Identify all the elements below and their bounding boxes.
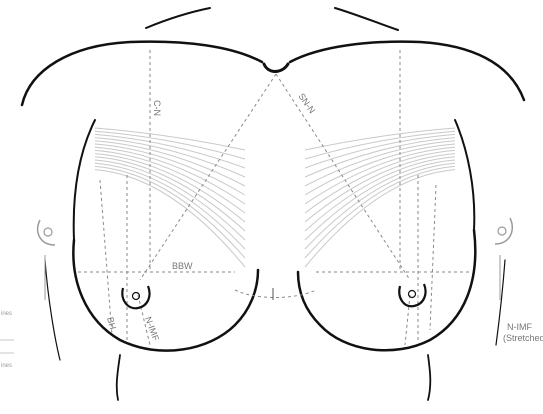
measurement-labels: C-N SN-N BBW BH N-IMF N-IMF (Stretched) …	[1, 91, 543, 369]
right-nimf-line	[405, 295, 410, 345]
left-areola	[122, 286, 149, 308]
side-view-right	[495, 218, 512, 300]
side-nipple-left	[44, 228, 52, 236]
sn-n-line-right	[276, 74, 410, 280]
label-nimf-left: N-IMF	[143, 315, 161, 342]
sternal-notch	[264, 64, 288, 72]
fan-line	[305, 170, 455, 267]
right-ext-line	[430, 185, 436, 330]
shoulder-right-line	[290, 42, 524, 100]
fan-line	[95, 163, 245, 249]
label-left-edge-upper: ines	[1, 311, 12, 317]
left-breast-outline	[73, 240, 258, 351]
neck-right-line	[335, 8, 398, 30]
fan-line	[95, 170, 245, 267]
fan-line	[95, 160, 245, 240]
label-bh: BH	[105, 316, 118, 331]
pectoral-fan-right	[305, 128, 455, 267]
fan-line	[305, 163, 455, 249]
shoulder-left-line	[22, 42, 262, 105]
label-left-edge-lower: ines	[1, 363, 12, 369]
left-arm-line	[45, 260, 60, 360]
label-bbw: BBW	[172, 261, 193, 271]
right-breast-outline	[298, 230, 475, 350]
right-chest-side	[455, 120, 474, 230]
left-ext-line	[100, 180, 112, 335]
label-nimf-stretched-1: N-IMF	[507, 322, 532, 332]
right-lower-torso	[428, 355, 430, 400]
fan-line	[305, 147, 455, 204]
left-edge-rules	[0, 340, 14, 353]
nipples	[122, 284, 425, 308]
side-nipple-right	[498, 227, 506, 235]
label-nimf-stretched-2: (Stretched)	[503, 333, 543, 343]
fan-line	[305, 160, 455, 240]
side-view-left	[38, 220, 55, 300]
left-chest-side	[74, 120, 95, 240]
label-cn: C-N	[152, 100, 162, 116]
pectoral-fan-left	[95, 128, 245, 267]
left-lower-torso	[117, 355, 120, 400]
measurement-lines	[78, 50, 470, 345]
label-snn: SN-N	[296, 91, 317, 115]
right-areola	[399, 284, 425, 306]
neck-left-line	[146, 8, 210, 28]
right-nipple	[409, 291, 416, 298]
intermammary-arc	[235, 290, 316, 298]
torso-outline	[22, 8, 524, 400]
